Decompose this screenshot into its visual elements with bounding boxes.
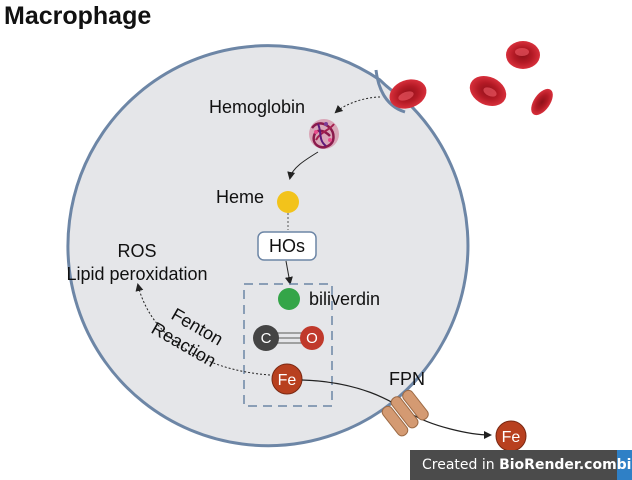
hos-enzyme-box: [257, 231, 317, 261]
hos-label: HOs: [269, 236, 305, 256]
ferroportin-icon: [381, 389, 429, 437]
phagocytic-cup: [374, 69, 406, 114]
carbon-atom-label: C: [261, 330, 272, 347]
red-blood-cell-icon: [531, 88, 553, 116]
red-blood-cell-icon: [389, 79, 427, 109]
ros-label: ROS: [117, 241, 156, 261]
red-blood-cell-icon: [469, 75, 507, 107]
badge-brand: BioRender.com: [499, 457, 617, 473]
red-blood-cell-icon: [506, 41, 540, 69]
heme-label: Heme: [216, 187, 264, 207]
iron-icon: [271, 363, 303, 395]
biorender-badge[interactable]: Created in BioRender.com bio: [410, 450, 632, 480]
biliverdin-label: biliverdin: [309, 289, 380, 309]
hemoglobin-label: Hemoglobin: [209, 97, 305, 117]
hos-to-products-arrow: [284, 260, 293, 285]
biorender-logo: bio: [616, 450, 632, 480]
heme-icon: [277, 191, 299, 213]
hemoglobin-to-heme-arrow: [287, 151, 319, 180]
carbon-monoxide-icon: [253, 325, 324, 351]
exported-iron-label: Fe: [502, 429, 521, 446]
rbc-to-hemoglobin-arrow: [334, 96, 381, 114]
biorender-badge-text: Created in BioRender.com: [410, 457, 617, 473]
fpn-label: FPN: [389, 369, 425, 389]
oxygen-atom-label: O: [306, 330, 318, 347]
badge-prefix: Created in: [422, 457, 500, 473]
lipid-peroxidation-label: Lipid peroxidation: [66, 264, 207, 284]
iron-label: Fe: [278, 372, 297, 389]
diagram-title: Macrophage: [4, 2, 151, 30]
biliverdin-icon: [278, 288, 300, 310]
fenton-reaction-arrow: [135, 283, 271, 376]
hemoglobin-icon: [309, 119, 339, 149]
